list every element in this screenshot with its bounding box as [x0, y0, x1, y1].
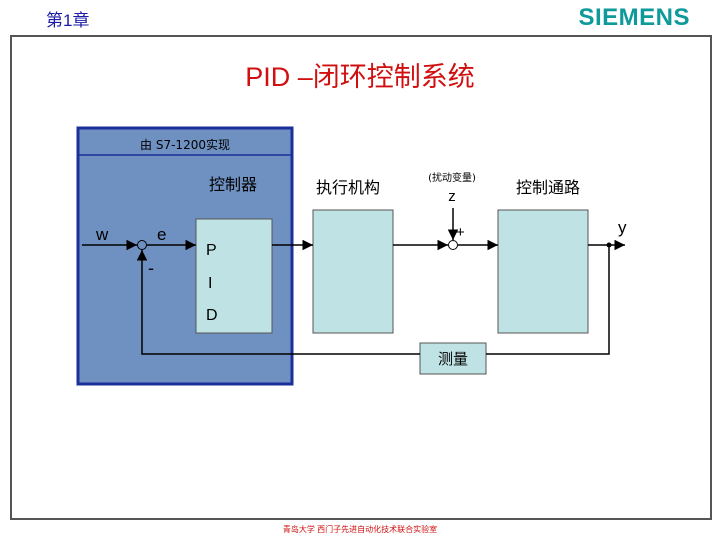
- slide-frame: [10, 35, 712, 520]
- chapter-label: 第1章: [46, 11, 90, 30]
- pid-block[interactable]: [195, 218, 273, 334]
- feedback-line: [136, 250, 420, 355]
- process-label: 控制通路: [516, 178, 580, 197]
- pid-term-d: D: [206, 307, 218, 324]
- plus-sign: +: [456, 224, 465, 241]
- measurement-label: 测量: [438, 350, 468, 368]
- minus-sign: -: [148, 258, 154, 278]
- actuator-block[interactable]: [312, 209, 394, 334]
- footer-note: 青岛大学 西门子先进自动化技术联合实验室: [282, 525, 438, 534]
- pid-term-i: I: [208, 275, 212, 292]
- feedback-to-measure-line: [486, 245, 610, 355]
- pid-term-p: P: [206, 242, 217, 259]
- controller-caption: 由 S7-1200实现: [140, 137, 230, 152]
- process-block[interactable]: [497, 209, 589, 334]
- siemens-logo: SIEMENS: [578, 4, 690, 31]
- actuator-label: 执行机构: [316, 178, 380, 197]
- slide-title: PID –闭环控制系统: [245, 62, 475, 92]
- summing-junction: [448, 240, 458, 250]
- measurement-block[interactable]: [419, 342, 487, 375]
- output-label: y: [618, 218, 627, 237]
- disturbance-symbol: z: [448, 188, 456, 205]
- setpoint-label: w: [95, 225, 109, 244]
- error-label: e: [157, 225, 166, 244]
- disturbance-note: (扰动变量): [428, 171, 476, 184]
- comparator-junction: [137, 240, 147, 250]
- controller-label: 控制器: [209, 175, 257, 194]
